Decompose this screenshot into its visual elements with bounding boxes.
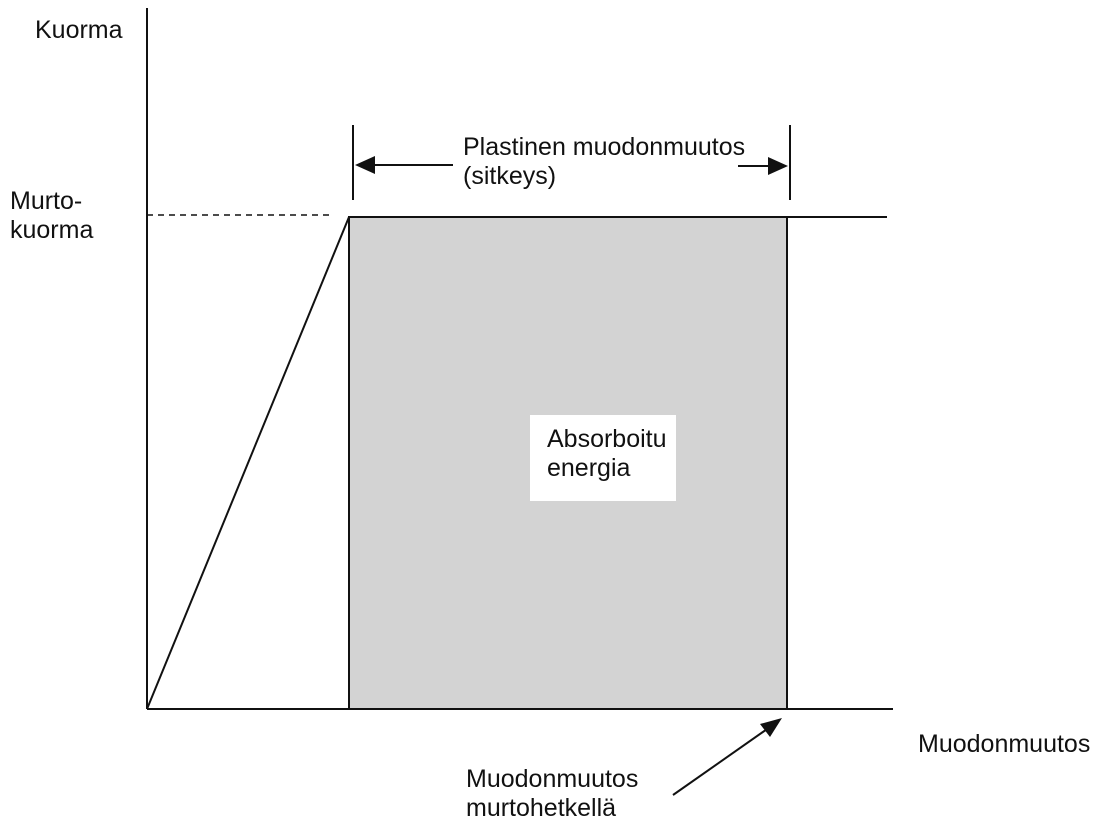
plastic-deformation-label-line: (sitkeys) (463, 162, 557, 190)
deformation-at-break-label: Muodonmuutos murtohetkellä (466, 765, 638, 823)
break-pointer-arrow-line (672, 726, 771, 796)
deformation-at-break-label-line: Muodonmuutos (466, 765, 639, 793)
elastic-line (146, 216, 350, 710)
breaking-load-label-line: Murto- (10, 187, 83, 215)
dimension-arrowhead-right (768, 157, 788, 175)
breaking-load-label-line: kuorma (10, 216, 94, 244)
x-axis-label: Muodonmuutos (918, 730, 1091, 758)
y-axis-label: Kuorma (35, 16, 123, 44)
absorbed-energy-label-line: Absorboitu (547, 425, 667, 453)
plastic-deformation-label: Plastinen muodonmuutos (sitkeys) (463, 133, 745, 191)
breaking-load-label: Murto- kuorma (10, 187, 93, 245)
absorbed-energy-label-line: energia (547, 454, 631, 482)
plastic-deformation-label-line: Plastinen muodonmuutos (463, 133, 746, 161)
dimension-arrowhead-left (355, 156, 375, 174)
deformation-at-break-label-line: murtohetkellä (466, 794, 617, 822)
absorbed-energy-label: Absorboitu energia (530, 415, 676, 501)
break-pointer-arrowhead (760, 718, 782, 737)
